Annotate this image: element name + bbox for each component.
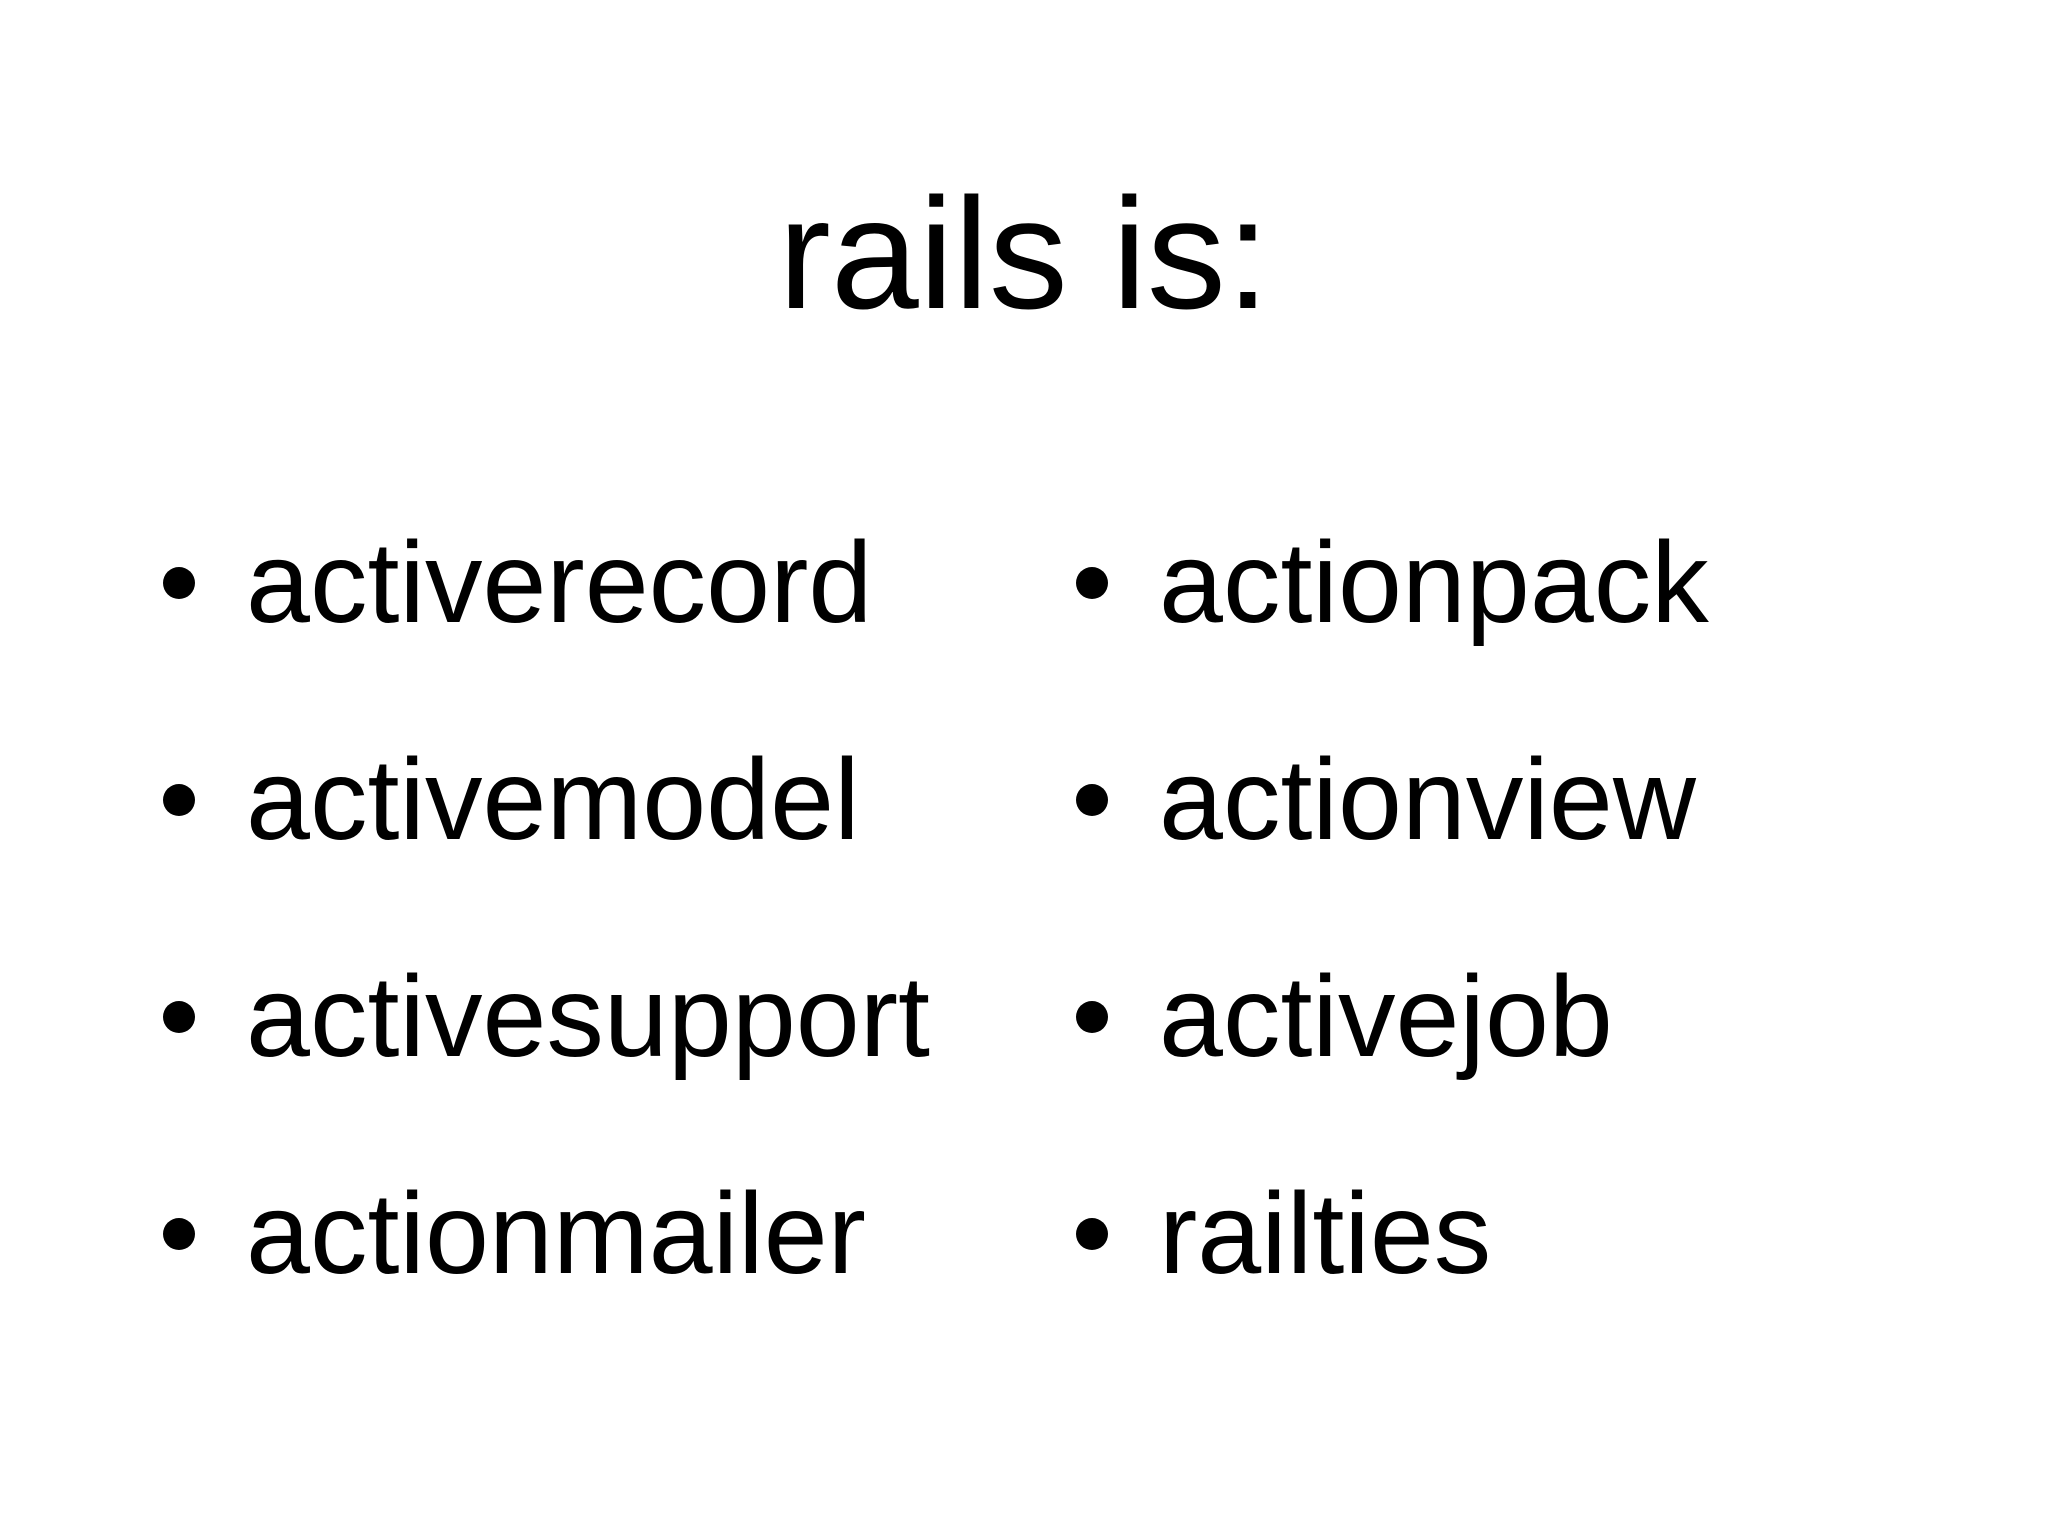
bullet-icon xyxy=(163,566,195,599)
list-item-label: actionmailer xyxy=(246,1169,866,1298)
list-item-label: activemodel xyxy=(246,735,860,864)
bullet-icon xyxy=(163,1000,195,1033)
list-item-label: railties xyxy=(1159,1169,1492,1298)
list-item-label: actionpack xyxy=(1159,518,1709,647)
list-item-label: activerecord xyxy=(246,518,873,647)
slide-title: rails is: xyxy=(778,166,1270,342)
bullet-column-right: actionpack actionview activejob railties xyxy=(1076,474,1709,1342)
list-item: activemodel xyxy=(163,691,930,908)
bullet-icon xyxy=(1076,1000,1108,1033)
list-item: actionview xyxy=(1076,691,1709,908)
list-item: actionpack xyxy=(1076,474,1709,691)
bullet-icon xyxy=(163,783,195,816)
bullet-icon xyxy=(163,1217,195,1250)
list-item: activejob xyxy=(1076,908,1709,1125)
bullet-icon xyxy=(1076,566,1108,599)
list-item-label: actionview xyxy=(1159,735,1696,864)
list-item-label: activesupport xyxy=(246,952,930,1081)
bullet-column-left: activerecord activemodel activesupport a… xyxy=(163,474,930,1342)
list-item: activerecord xyxy=(163,474,930,691)
list-item: railties xyxy=(1076,1125,1709,1342)
bullet-icon xyxy=(1076,1217,1108,1250)
list-item: activesupport xyxy=(163,908,930,1125)
bullet-columns: activerecord activemodel activesupport a… xyxy=(0,474,2048,1344)
list-item: actionmailer xyxy=(163,1125,930,1342)
list-item-label: activejob xyxy=(1159,952,1613,1081)
bullet-icon xyxy=(1076,783,1108,816)
